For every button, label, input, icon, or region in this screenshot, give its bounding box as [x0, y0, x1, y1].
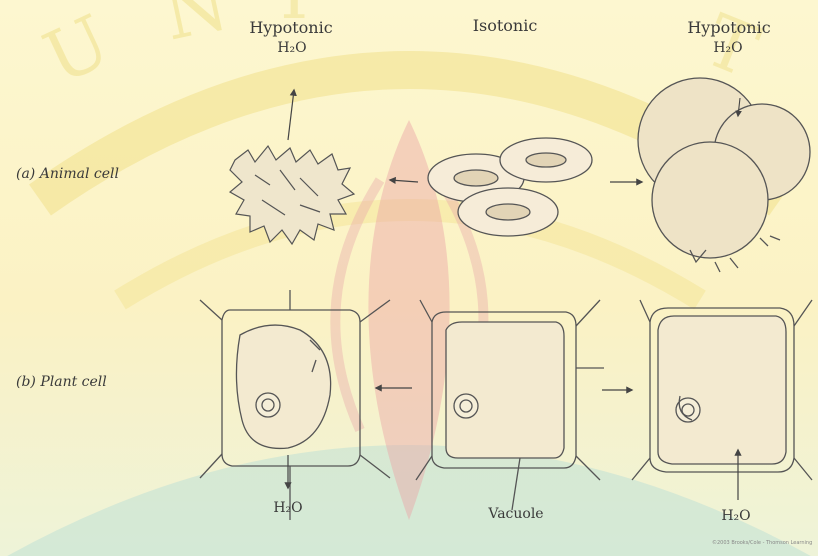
- row-label-animal-cell: (a) Animal cell: [16, 166, 119, 182]
- column-header-middle: Isotonic: [450, 16, 560, 35]
- vacuole-label: Vacuole: [476, 506, 556, 522]
- column-header-right: Hypotonic: [664, 18, 794, 37]
- plasmolyzed-plant-cell: [200, 290, 390, 520]
- isotonic-red-blood-cells: [428, 138, 592, 236]
- water-label-bottom-left: H₂O: [258, 500, 318, 516]
- column-header-left: Hypotonic: [226, 18, 356, 37]
- water-label-top-left: H₂O: [262, 40, 322, 56]
- row-label-plant-cell: (b) Plant cell: [16, 374, 107, 390]
- water-label-top-right: H₂O: [698, 40, 758, 56]
- shriveled-red-blood-cell: [230, 146, 354, 244]
- copyright-credit: ©2003 Brooks/Cole - Thomson Learning: [712, 540, 812, 546]
- turgid-plant-cell: [632, 300, 812, 480]
- isotonic-plant-cell: [416, 300, 604, 510]
- swollen-red-blood-cells: [638, 78, 810, 272]
- water-label-bottom-right: H₂O: [706, 508, 766, 524]
